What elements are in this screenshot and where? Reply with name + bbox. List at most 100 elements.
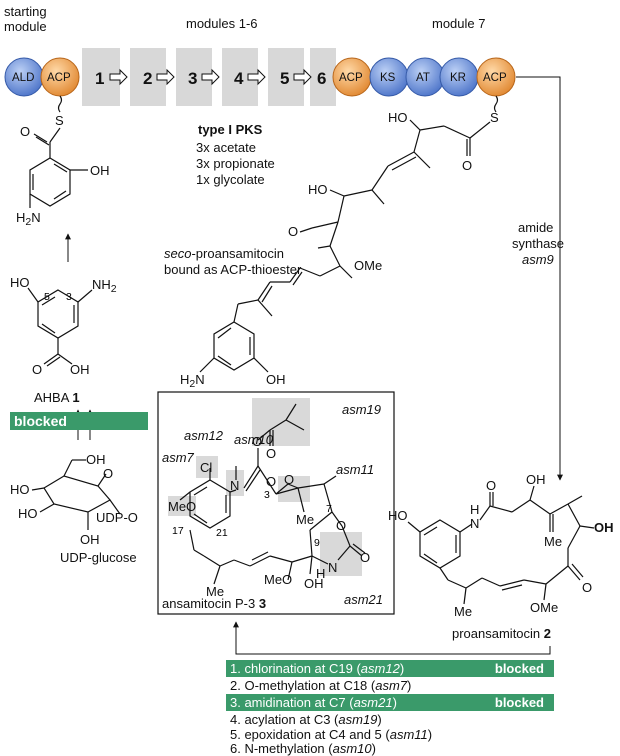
ansa-position-21: 21 xyxy=(216,527,228,539)
ansa-gene-asm21: asm21 xyxy=(344,592,383,607)
ansamitocin-name: ansamitocin P-3 3 xyxy=(162,596,266,611)
atom-oh-udp-top: OH xyxy=(86,452,106,467)
udp-glucose-structure xyxy=(31,459,121,530)
step-5-pre: 5. epoxidation at C4 and 5 ( xyxy=(230,727,390,742)
seco-label-line-1: seco-proansamitocin xyxy=(164,246,284,261)
atom-n-ansa: N xyxy=(230,478,239,493)
atom-ho-pro: HO xyxy=(388,508,408,523)
atom-ome-seco: OMe xyxy=(354,258,382,273)
seco-label-line-2: bound as ACP-thioester xyxy=(164,262,302,277)
atom-n-pro-amide: N xyxy=(470,516,479,531)
module-number-6: 6 xyxy=(317,69,326,88)
ansa-gene-asm10: asm10 xyxy=(234,432,274,447)
atom-ho-udp-1: HO xyxy=(10,482,30,497)
hollow-arrow-icon xyxy=(293,68,312,86)
step-5-post: ) xyxy=(427,727,433,742)
hollow-arrow-icon xyxy=(247,68,266,86)
atom-h-pro-amide: H xyxy=(470,502,479,517)
highlight-carbamate xyxy=(320,532,362,576)
step-3-post: ) xyxy=(392,695,397,710)
ansa-gene-asm7: asm7 xyxy=(162,450,195,465)
highlight-nme xyxy=(226,470,244,496)
atom-ome-pro: OMe xyxy=(530,600,558,615)
atom-o-seco-mid: O xyxy=(288,224,298,239)
step-4: 4. acylation at C3 (asm19) xyxy=(226,711,554,728)
atom-meo-aryl: MeO xyxy=(168,499,196,514)
step-2-gene: asm7 xyxy=(375,678,408,693)
amide-label-2: synthase xyxy=(512,236,564,251)
atom-meo-ansa: MeO xyxy=(264,572,292,587)
flow-arrow-to-ansamitocin xyxy=(233,621,551,655)
ansa-gene-asm11: asm11 xyxy=(336,462,374,477)
atom-oh-seco: OH xyxy=(266,372,286,387)
pks-line-3: 1x glycolate xyxy=(196,172,265,187)
atom-oh-pro-top: OH xyxy=(526,472,546,487)
step-1: 1. chlorination at C19 (asm12) blocked xyxy=(226,660,554,677)
atom-me-ansa: Me xyxy=(206,584,224,599)
atom-o-amide-ansa: O xyxy=(266,474,276,489)
atom-h2n-starter: H2N xyxy=(16,210,41,228)
udp-glucose-name: UDP-glucose xyxy=(60,550,137,565)
atom-oh-starter: OH xyxy=(90,163,110,178)
highlight-cl xyxy=(196,456,218,478)
atom-oh-ansa: OH xyxy=(304,576,324,591)
atom-o-pro-amide: O xyxy=(486,478,496,493)
step-2: 2. O-methylation at C18 (asm7) xyxy=(226,677,554,694)
atom-o-ahba: O xyxy=(32,362,42,377)
module-number-2: 2 xyxy=(143,69,152,88)
hollow-arrow-icon xyxy=(201,68,220,86)
udp-o-label: UDP-O xyxy=(96,510,138,525)
step-1-post: ) xyxy=(399,661,405,676)
atom-me-epoxide: Me xyxy=(296,512,314,527)
atom-s-seco: S xyxy=(490,110,499,125)
pks-line-1: 3x acetate xyxy=(196,140,256,155)
step-6-pre: 6. N-methylation ( xyxy=(230,741,333,756)
amide-gene: asm9 xyxy=(522,252,554,267)
highlight-meo xyxy=(168,496,196,516)
kr-domain-label: KR xyxy=(450,72,466,84)
step-3-gene: asm21 xyxy=(353,695,393,710)
ansa-position-3: 3 xyxy=(264,489,270,501)
atom-h2n-seco: H2N xyxy=(180,372,205,390)
atom-oh-udp-bottom: OH xyxy=(80,532,100,547)
atom-ho-seco-mid: HO xyxy=(308,182,328,197)
atom-oh-pro-right: OH xyxy=(594,520,614,535)
module-number-3: 3 xyxy=(188,69,197,88)
atom-me-pro-bottom: Me xyxy=(454,604,472,619)
step-3-blocked: blocked xyxy=(494,695,544,710)
hollow-arrow-icon xyxy=(156,68,175,86)
atom-o-starter: O xyxy=(20,124,30,139)
step-4-gene: asm19 xyxy=(338,712,378,727)
atom-o-carbamate: O xyxy=(336,518,346,533)
step-6: 6. N-methylation (asm10) xyxy=(226,741,554,756)
ansa-position-9: 9 xyxy=(314,537,320,549)
atom-me-pro: Me xyxy=(544,534,562,549)
module-number-5: 5 xyxy=(280,69,289,88)
starting-module-label-2: module xyxy=(4,19,47,34)
module-7-label: module 7 xyxy=(432,16,485,31)
atom-o-acyl: O xyxy=(266,446,276,461)
seco-proansamitocin-structure xyxy=(199,95,499,373)
atom-cl-ansa: Cl xyxy=(200,460,212,475)
atom-ho-seco-top: HO xyxy=(388,110,408,125)
atom-oh-ahba: OH xyxy=(70,362,90,377)
step-3: 3. amidination at C7 (asm21) blocked xyxy=(226,694,554,711)
atom-ho-udp-2: HO xyxy=(18,506,38,521)
ald-domain-label: ALD xyxy=(12,72,34,84)
proansamitocin-name: proansamitocin 2 xyxy=(452,626,551,641)
highlight-acyl xyxy=(252,398,310,446)
atom-h-carbamate: H xyxy=(316,566,325,581)
ahba-position-5: 5 xyxy=(44,291,50,303)
atom-n-carbamate: N xyxy=(328,560,337,575)
hollow-arrow-icon xyxy=(109,68,128,86)
module-number-1: 1 xyxy=(95,69,104,88)
acp-domain-m7b-label: ACP xyxy=(483,72,507,84)
acp-domain-m7a-label: ACP xyxy=(339,72,363,84)
module-boxes: 1 2 3 4 5 6 xyxy=(82,48,336,106)
modules-1-6-label: modules 1-6 xyxy=(186,16,258,31)
at-domain-label: AT xyxy=(416,72,430,84)
step-4-pre: 4. acylation at C3 ( xyxy=(230,712,339,727)
step-6-gene: asm10 xyxy=(332,741,372,756)
step-2-post: ) xyxy=(407,678,412,693)
